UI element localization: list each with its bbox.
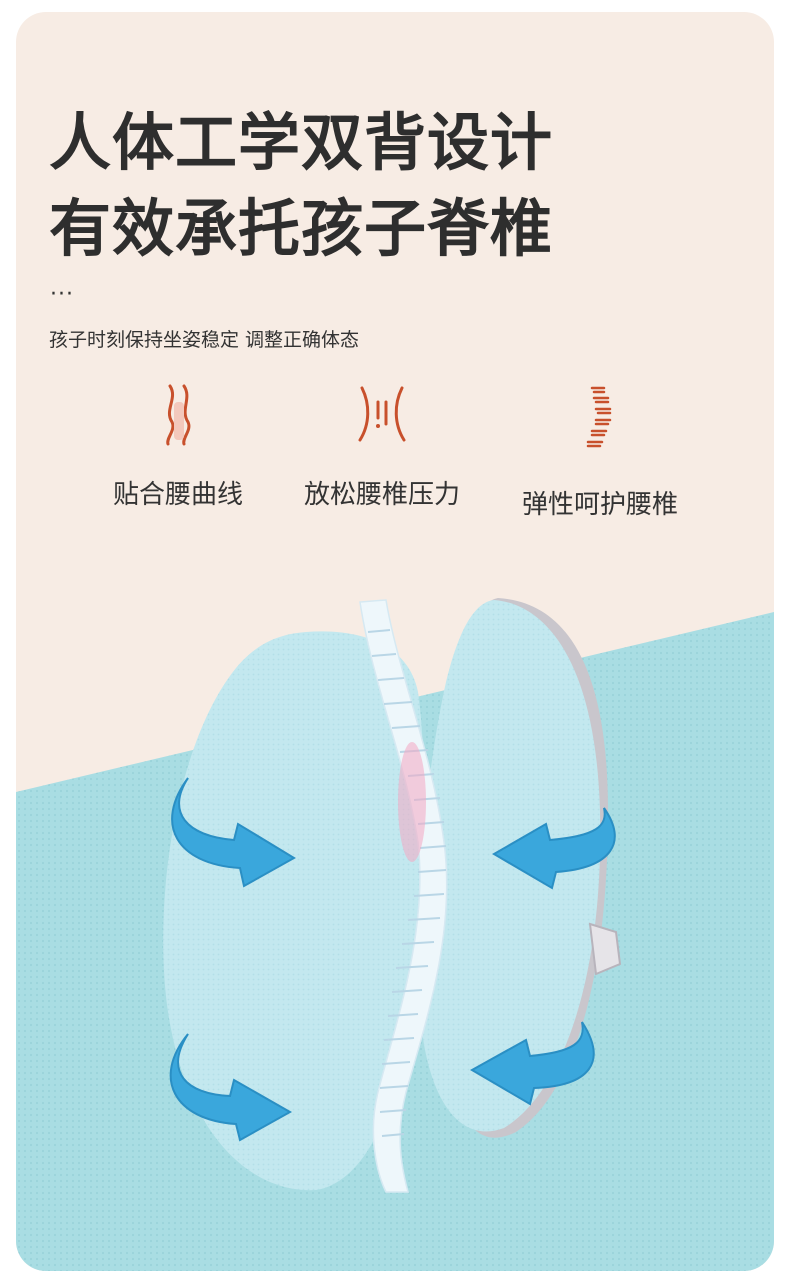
right-cushion [417, 600, 601, 1132]
arrow-lower-right-icon [469, 1021, 595, 1106]
feature-label: 放松腰椎压力 [303, 480, 460, 510]
left-cushion [163, 631, 424, 1191]
curve-fit-icon [166, 384, 191, 446]
lumbar-cushion-photo [16, 598, 774, 1271]
arrow-upper-left-icon [171, 777, 296, 888]
feature-pressure-relief: 放松腰椎压力 [272, 382, 492, 511]
support-arrows [169, 777, 616, 1142]
pressure-relief-icon [358, 386, 406, 442]
headline-line-2: 有效承托孩子脊椎 [49, 192, 554, 265]
ellipsis-divider: ··· [50, 282, 74, 307]
product-card: 人体工学双背设计 有效承托孩子脊椎 ··· 孩子时刻保持坐姿稳定 调整正确体态 … [16, 12, 774, 1271]
arrow-upper-right-icon [492, 807, 616, 890]
feature-label: 贴合腰曲线 [112, 480, 243, 510]
subtitle: 孩子时刻保持坐姿稳定 调整正确体态 [49, 329, 360, 351]
arrow-lower-left-icon [169, 1033, 293, 1142]
spine-icon [586, 386, 612, 448]
feature-label: 弹性呵护腰椎 [521, 490, 678, 520]
cushion-bracket [588, 922, 622, 976]
feature-curve-fit: 贴合腰曲线 [68, 382, 288, 511]
feature-spine-care: 弹性呵护腰椎 [490, 382, 710, 521]
spine-illustration [359, 599, 448, 1193]
headline-line-1: 人体工学双背设计 [49, 106, 554, 179]
